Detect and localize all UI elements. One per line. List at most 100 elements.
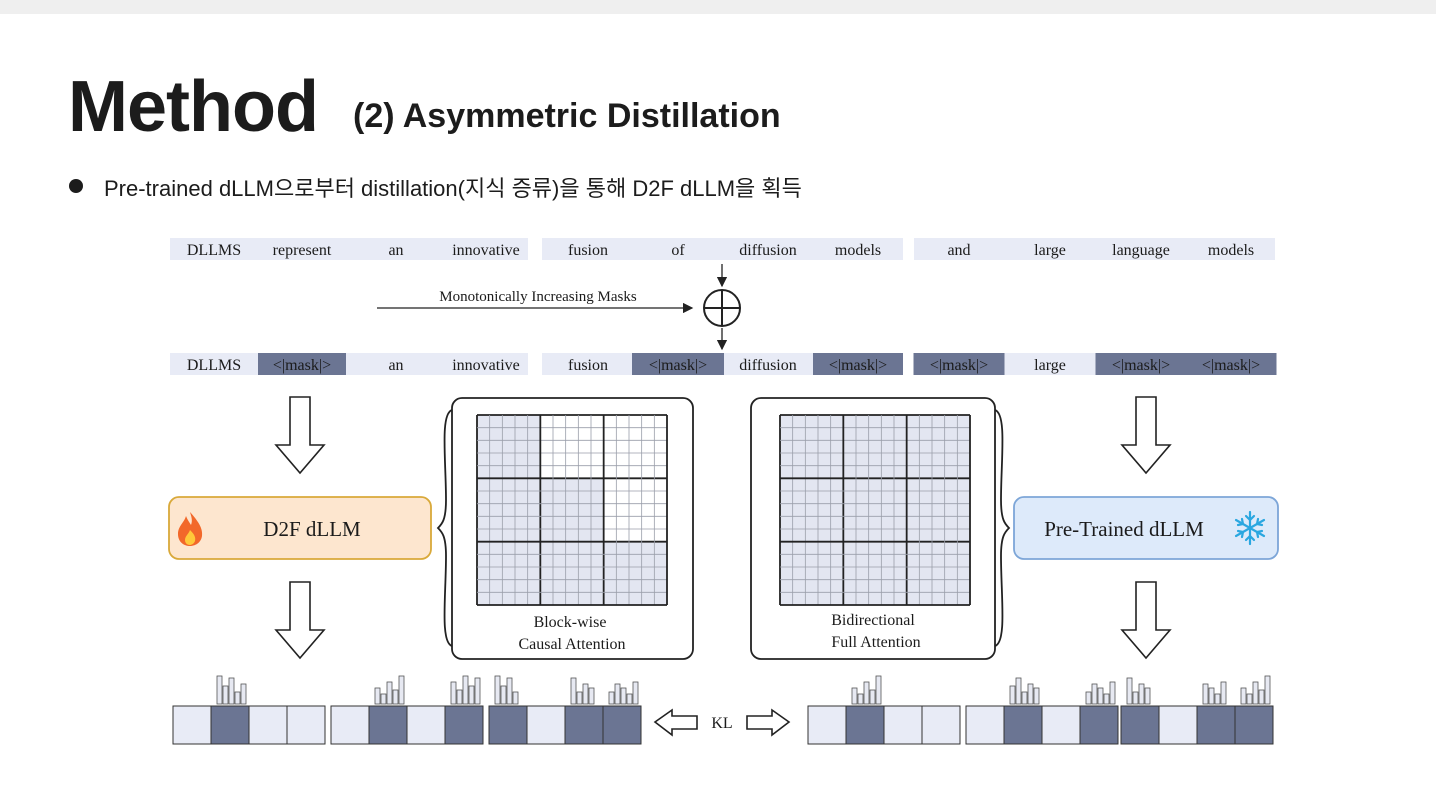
- attention-cell: [527, 427, 541, 441]
- attention-cell: [629, 541, 642, 555]
- attention-cell: [502, 529, 515, 542]
- attention-cell: [591, 516, 604, 529]
- attention-cell: [603, 579, 617, 593]
- attention-cell: [919, 503, 932, 517]
- attention-cell: [868, 529, 882, 542]
- teacher-model-label: Pre-Trained dLLM: [1044, 517, 1204, 541]
- output-cell: [883, 705, 923, 745]
- probability-bar: [392, 689, 399, 705]
- attention-cell: [868, 541, 882, 555]
- attention-cell: [957, 554, 970, 567]
- probability-bar: [1103, 693, 1110, 705]
- teacher-model-box: [1013, 496, 1279, 560]
- probability-bar: [570, 677, 577, 705]
- attention-cell: [818, 491, 831, 504]
- attention-cell: [477, 567, 490, 580]
- attention-cell: [489, 554, 503, 567]
- attention-cell: [932, 415, 945, 428]
- attention-cell: [553, 491, 566, 504]
- attention-cell: [578, 579, 591, 593]
- attention-cell: [932, 516, 945, 529]
- bullet-text: Pre-trained dLLM으로부터 distillation(지식 증류)…: [104, 176, 802, 201]
- attention-cell: [477, 554, 490, 567]
- attention-cell: [780, 415, 793, 428]
- attention-cell: [629, 567, 642, 580]
- output-cell: [1041, 705, 1081, 745]
- attention-cell: [553, 503, 566, 517]
- probability-bar: [234, 691, 241, 705]
- attention-cell: [868, 478, 882, 491]
- attention-cell: [881, 579, 894, 593]
- attention-cell: [894, 516, 907, 529]
- attention-cell: [856, 453, 869, 466]
- output-cell: [807, 705, 847, 745]
- causal-attention-matrix: [476, 414, 668, 606]
- attention-cell: [881, 427, 894, 441]
- attention-cell: [591, 491, 604, 504]
- masked-output-cell: [1079, 705, 1119, 745]
- probability-bar: [614, 683, 621, 705]
- probability-bar: [1202, 683, 1209, 705]
- output-cell: [406, 705, 446, 745]
- attention-cell: [591, 541, 604, 555]
- probability-bar: [620, 687, 627, 705]
- attention-cell: [540, 592, 553, 605]
- attention-cell: [932, 478, 945, 491]
- attention-cell: [944, 453, 958, 466]
- mask-token-cell: [1185, 353, 1277, 375]
- attention-cell: [578, 478, 591, 491]
- attention-cell: [830, 592, 844, 605]
- input-token: models: [835, 242, 881, 259]
- probability-bar: [1021, 691, 1028, 705]
- attention-cell: [780, 516, 793, 529]
- attention-cell: [843, 554, 856, 567]
- attention-cell: [944, 554, 958, 567]
- attention-cell: [818, 529, 831, 542]
- attention-cell: [603, 567, 617, 580]
- attention-cell: [881, 491, 894, 504]
- attention-cell: [641, 567, 655, 580]
- attention-cell: [578, 554, 591, 567]
- attention-cell: [881, 554, 894, 567]
- down-arrow-icon: [274, 581, 326, 660]
- attention-cell: [843, 440, 856, 453]
- probability-bar: [240, 683, 247, 705]
- attention-cell: [805, 579, 818, 593]
- top-bar: [0, 0, 1436, 14]
- attention-cell: [868, 415, 882, 428]
- attention-cell: [894, 465, 907, 479]
- attention-cell: [792, 427, 806, 441]
- attention-cell: [818, 453, 831, 466]
- attention-cell: [565, 529, 579, 542]
- input-token: represent: [273, 242, 332, 259]
- attention-cell: [515, 567, 528, 580]
- attention-cell: [792, 491, 806, 504]
- masked-token: innovative: [452, 357, 520, 374]
- attention-cell: [553, 592, 566, 605]
- attention-cell: [818, 579, 831, 593]
- attention-cell: [957, 415, 970, 428]
- mask-schedule-label: Monotonically Increasing Masks: [439, 289, 637, 305]
- attention-cell: [881, 516, 894, 529]
- attention-cell: [856, 440, 869, 453]
- probability-bar: [398, 675, 405, 705]
- probability-bar: [512, 691, 519, 705]
- attention-cell: [830, 453, 844, 466]
- attention-cell: [830, 529, 844, 542]
- probability-bar: [608, 691, 615, 705]
- kl-label: KL: [711, 715, 732, 732]
- attention-cell: [906, 516, 920, 529]
- probability-bar: [456, 689, 463, 705]
- attention-cell: [489, 541, 503, 555]
- attention-cell: [932, 465, 945, 479]
- attention-cell: [944, 567, 958, 580]
- attention-cell: [641, 579, 655, 593]
- attention-cell: [515, 427, 528, 441]
- masked-token: <|mask|>: [649, 357, 707, 374]
- attention-cell: [881, 453, 894, 466]
- attention-cell: [527, 503, 541, 517]
- attention-cell: [805, 427, 818, 441]
- attention-cell: [527, 541, 541, 555]
- attention-cell: [654, 554, 667, 567]
